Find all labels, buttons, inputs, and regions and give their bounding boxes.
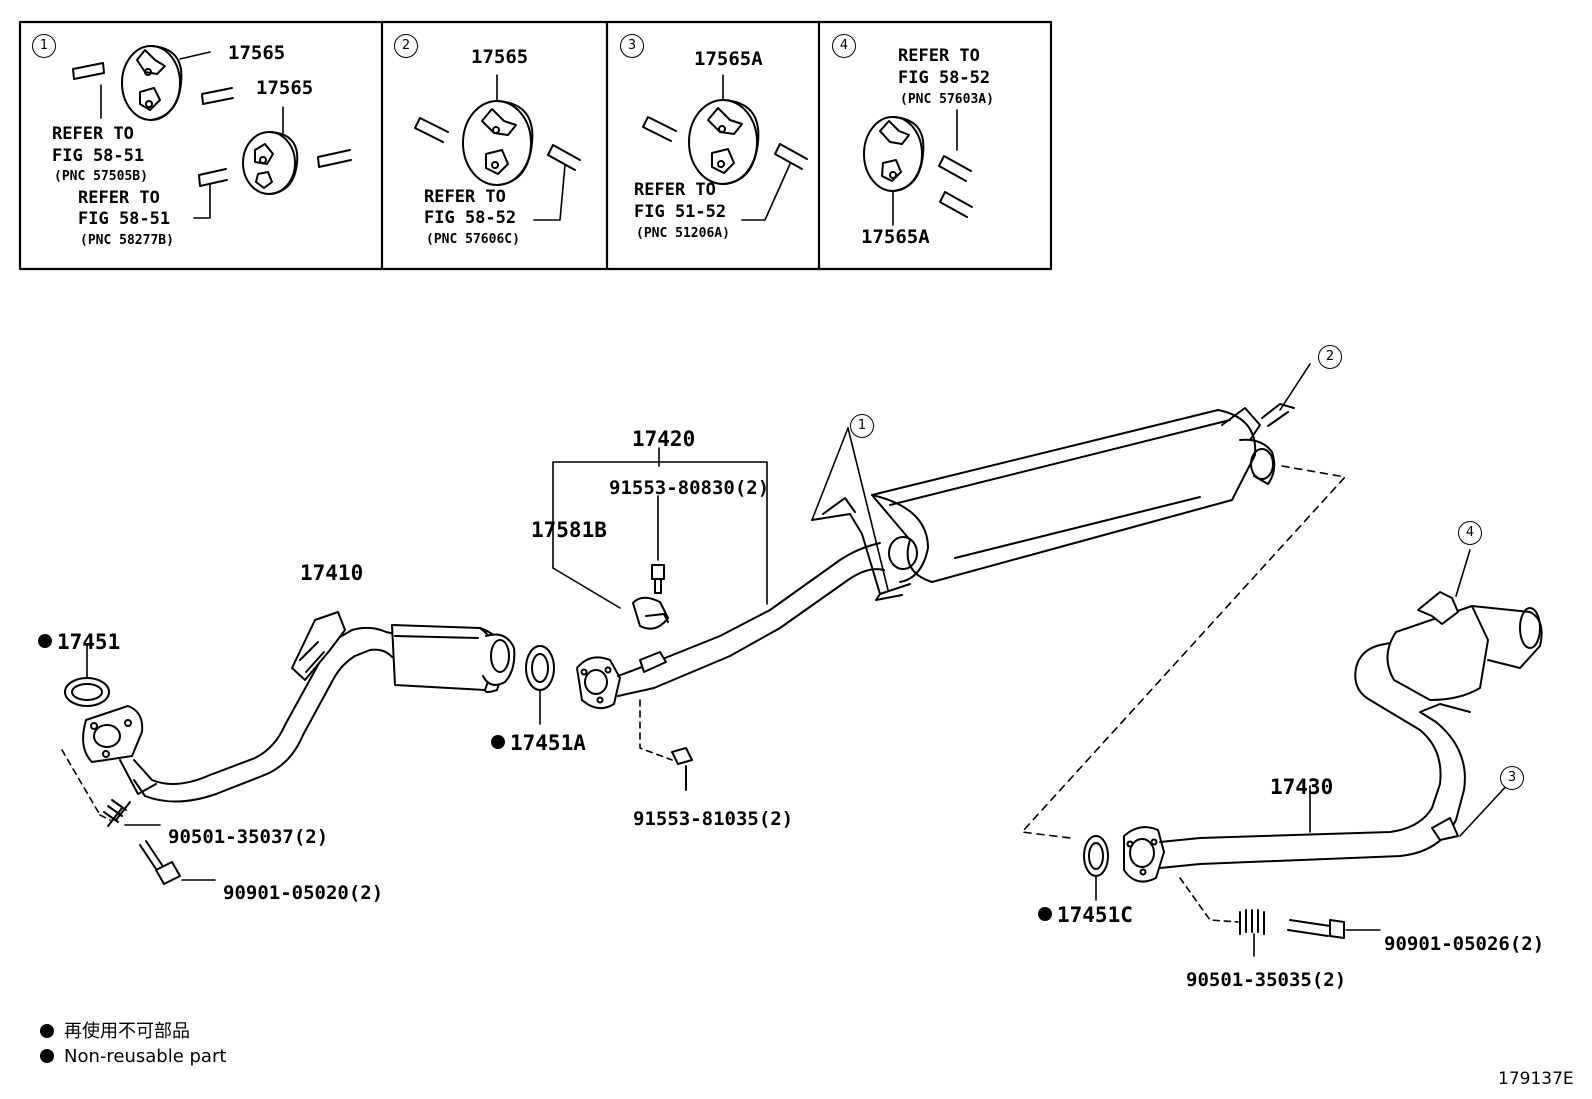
part-90501-35037: 90501-35037(2) xyxy=(168,826,329,848)
figure-id: 179137E xyxy=(1498,1069,1574,1089)
tail-pipe-17430 xyxy=(1123,591,1543,883)
panel1-hanger-lower xyxy=(242,131,299,195)
panel2-ref-line2: FIG 58-52 xyxy=(424,208,517,228)
panel3-ref-line2: FIG 51-52 xyxy=(634,202,727,222)
panel3-part-label: 17565A xyxy=(694,48,763,70)
part-17451A: 17451A xyxy=(491,733,586,754)
panel-2-index: 2 xyxy=(394,34,418,58)
panel4-hanger xyxy=(863,116,973,218)
part-17581B: 17581B xyxy=(531,518,607,542)
inset-panels-frame xyxy=(18,20,1053,271)
legend-english-text: Non-reusable part xyxy=(64,1046,227,1067)
panel3-ref-pnc: (PNC 51206A) xyxy=(636,226,730,241)
part-17451: 17451 xyxy=(38,632,120,653)
dashed-connection xyxy=(1021,465,1346,839)
tail-pipe-leaders xyxy=(1309,549,1511,837)
panel1-hanger-upper xyxy=(121,45,183,121)
panel4-part-label: 17565A xyxy=(861,226,930,248)
callout-3: 3 xyxy=(1500,766,1524,790)
panel1-ref2-line1: REFER TO xyxy=(78,188,160,208)
legend-english: Non-reusable part xyxy=(40,1046,226,1067)
front-pipe-17410 xyxy=(82,611,516,803)
panel2-ref-line1: REFER TO xyxy=(424,187,506,207)
front-pipe-fasteners xyxy=(61,749,216,885)
bolt-91553-81035 xyxy=(639,699,693,791)
panel1-ref2-pnc: (PNC 58277B) xyxy=(80,233,174,248)
legend-japanese: 再使用不可部品 xyxy=(40,1017,190,1043)
center-pipe-17420 xyxy=(576,403,1295,710)
panel3-hanger xyxy=(642,99,808,185)
panel1-leaders xyxy=(100,51,284,219)
gasket-17451A xyxy=(525,645,555,725)
part-17420: 17420 xyxy=(632,427,696,451)
part-17451A-text: 17451A xyxy=(510,731,586,755)
panel1-part-label-b: 17565 xyxy=(256,77,314,99)
panel1-pins-lower xyxy=(198,149,352,187)
panel4-ref-line2: FIG 58-52 xyxy=(898,68,991,88)
part-91553-81035: 91553-81035(2) xyxy=(633,808,794,830)
part-17451-text: 17451 xyxy=(57,630,121,654)
part-17451C-text: 17451C xyxy=(1057,903,1133,927)
part-91553-80830: 91553-80830(2) xyxy=(609,477,770,499)
callout-1: 1 xyxy=(850,414,874,438)
panel3-leaders xyxy=(722,74,791,221)
panel2-ref-pnc: (PNC 57606C) xyxy=(426,232,520,247)
part-90901-05020: 90901-05020(2) xyxy=(223,882,384,904)
panel-4-index: 4 xyxy=(832,34,856,58)
panel1-ref1-line2: FIG 58-51 xyxy=(52,146,145,166)
part-90501-35035: 90501-35035(2) xyxy=(1186,969,1347,991)
panel1-ref1-line1: REFER TO xyxy=(52,124,134,144)
panel-1-index: 1 xyxy=(32,34,56,58)
panel1-pins-upper xyxy=(72,62,234,105)
panel-3-index: 3 xyxy=(620,34,644,58)
part-17451C: 17451C xyxy=(1038,905,1133,926)
panel3-ref-line1: REFER TO xyxy=(634,180,716,200)
panel1-ref1-pnc: (PNC 57505B) xyxy=(54,169,148,184)
part-17410: 17410 xyxy=(300,561,364,585)
part-17430: 17430 xyxy=(1270,775,1334,799)
group-17420-bracket xyxy=(552,447,768,609)
panel4-leaders xyxy=(892,109,958,226)
panel2-leaders xyxy=(496,74,566,221)
panel2-part-label: 17565 xyxy=(471,46,529,68)
gasket-17451C xyxy=(1083,835,1109,901)
panel2-hanger xyxy=(414,100,581,186)
part-90901-05026: 90901-05026(2) xyxy=(1384,933,1545,955)
panel4-ref-line1: REFER TO xyxy=(898,46,980,66)
panel1-ref2-line2: FIG 58-51 xyxy=(78,209,171,229)
panel1-part-label-a: 17565 xyxy=(228,42,286,64)
muffler-hanger-leaders xyxy=(811,363,1311,591)
panel4-ref-pnc: (PNC 57603A) xyxy=(900,92,994,107)
tail-pipe-fasteners xyxy=(1179,877,1381,957)
bolt-and-clamp xyxy=(632,564,669,630)
gasket-17451 xyxy=(64,645,110,707)
callout-2: 2 xyxy=(1318,345,1342,369)
legend-japanese-text: 再使用不可部品 xyxy=(64,1021,190,1042)
callout-4: 4 xyxy=(1458,521,1482,545)
